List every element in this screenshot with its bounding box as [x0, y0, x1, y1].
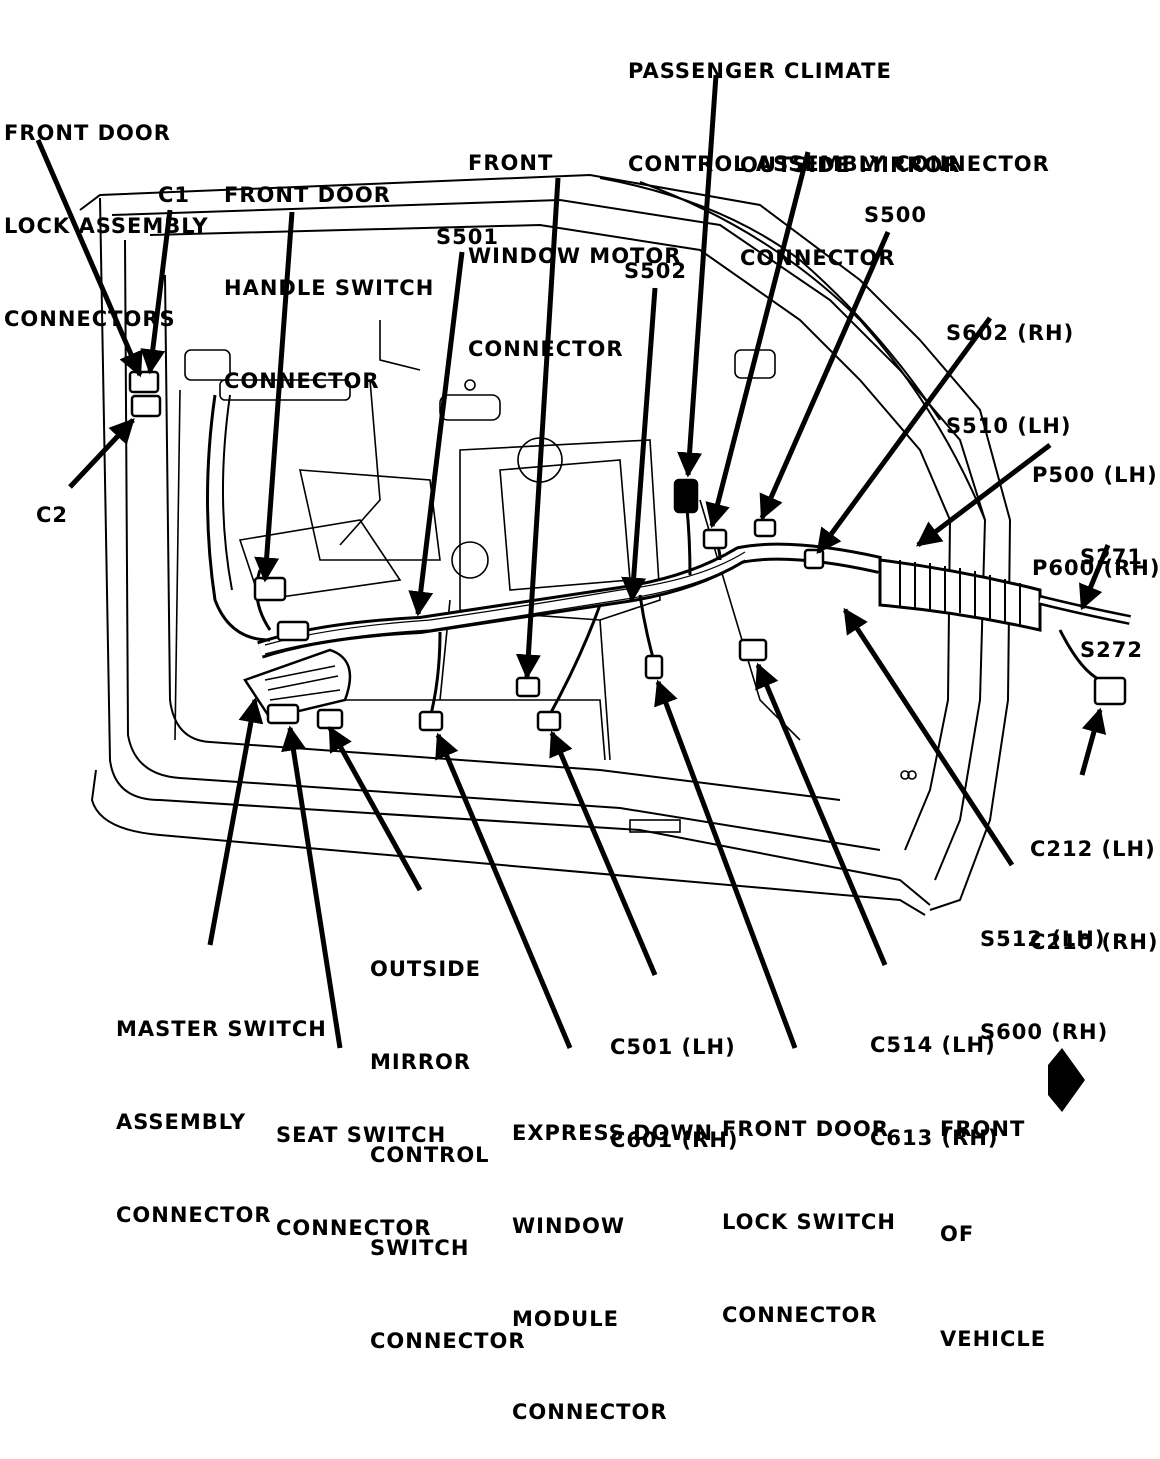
- label-front-door-handle-switch-connector: FRONT DOOR HANDLE SWITCH CONNECTOR: [224, 183, 435, 393]
- mirror-control-connector-body: [316, 708, 344, 730]
- arrow-climate-control: [677, 74, 719, 478]
- arrow-s512: [842, 607, 1015, 867]
- label-c212-c210: C212 (LH) C210 (RH): [1030, 837, 1159, 954]
- splice-s500: [753, 518, 777, 538]
- label-front-door-lock-assembly-connectors: FRONT DOOR LOCK ASSEMBLY CONNECTORS: [4, 121, 209, 331]
- label-c514-c613: C514 (LH) C613 (RH): [870, 1033, 999, 1150]
- label-s512-s600: S512 (LH) S600 (RH): [980, 927, 1109, 1044]
- connector-c501: [536, 710, 562, 732]
- splice-s602: [803, 548, 825, 570]
- connector-c212: [1093, 676, 1127, 706]
- arrow-c1: [140, 209, 173, 375]
- arrow-c501: [549, 730, 658, 976]
- front-of-vehicle-arrow-icon: [1048, 1048, 1085, 1112]
- connector-c2: [130, 394, 162, 418]
- label-s501: S501: [436, 225, 499, 249]
- label-front-of-vehicle: FRONT OF VEHICLE: [940, 1117, 1047, 1351]
- seat-switch-connector-body: [266, 703, 300, 725]
- connectors: [128, 370, 1127, 732]
- arrow-mirror-control: [327, 725, 423, 892]
- arrow-s602: [815, 316, 993, 555]
- label-outside-mirror-connector: OUTSIDE MIRROR CONNECTOR: [740, 153, 961, 270]
- arrow-lock-switch: [654, 679, 798, 1049]
- label-s500: S500: [864, 203, 927, 227]
- label-front-door-lock-switch-connector: FRONT DOOR LOCK SWITCH CONNECTOR: [722, 1117, 896, 1327]
- arrow-s501: [408, 251, 465, 617]
- connector-c514: [738, 638, 768, 662]
- label-s502: S502: [624, 259, 687, 283]
- label-passenger-climate-control-assembly-connector: PASSENGER CLIMATE CONTROL ASSEMBLY CONNE…: [628, 59, 1050, 176]
- leader-arrows: [35, 74, 1111, 1049]
- arrow-handle-switch: [254, 211, 295, 583]
- arrow-s271: [1079, 544, 1111, 611]
- door-illustration: [35, 74, 1131, 1112]
- connector-express-down: [418, 710, 444, 732]
- label-seat-switch-connector: SEAT SWITCH CONNECTOR: [276, 1123, 447, 1240]
- door-wiring-diagram: FRONT DOOR LOCK ASSEMBLY CONNECTORS C1 C…: [4, 59, 1159, 1424]
- door-inner-panel: [174, 320, 917, 833]
- label-outside-mirror-control-switch-connector: OUTSIDE MIRROR CONTROL SWITCH CONNECTOR: [370, 957, 526, 1353]
- connector-window-motor: [515, 676, 541, 698]
- label-master-switch-assembly-connector: MASTER SWITCH ASSEMBLY CONNECTOR: [116, 1017, 327, 1227]
- arrow-master-switch: [207, 697, 264, 946]
- arrow-s500: [759, 230, 891, 521]
- label-p500-p600: P500 (LH) P600 (RH): [1032, 463, 1160, 580]
- connector-c1: [128, 370, 160, 394]
- label-express-down-window-module-connector: EXPRESS DOWN WINDOW MODULE CONNECTOR: [512, 1121, 714, 1424]
- arrow-seat-switch: [281, 725, 343, 1049]
- arrow-c2: [68, 418, 135, 489]
- connector-lock-switch: [644, 654, 664, 680]
- door-shell: [79, 173, 1012, 916]
- connector-near-handle: [276, 620, 310, 642]
- arrow-front-door-lock-assembly: [35, 139, 143, 378]
- arrow-express-down: [435, 732, 573, 1049]
- arrow-outside-mirror: [705, 151, 811, 529]
- arrow-c514: [755, 662, 888, 966]
- connector-climate-control: [673, 478, 699, 514]
- arrow-c212: [1079, 707, 1107, 776]
- label-c2: C2: [36, 503, 69, 527]
- label-c1: C1: [158, 183, 191, 207]
- label-front-window-motor-connector: FRONT WINDOW MOTOR CONNECTOR: [468, 151, 682, 361]
- connector-outside-mirror: [702, 528, 728, 550]
- connector-handle-switch: [253, 576, 287, 602]
- label-s271-s272: S271 S272: [1080, 545, 1143, 662]
- arrow-window-motor: [515, 177, 561, 680]
- arrow-s502: [621, 287, 658, 603]
- label-s602-s510: S602 (RH) S510 (LH): [946, 321, 1075, 438]
- arrow-p500: [916, 443, 1052, 547]
- label-c501-c601: C501 (LH) C601 (RH): [610, 1035, 739, 1152]
